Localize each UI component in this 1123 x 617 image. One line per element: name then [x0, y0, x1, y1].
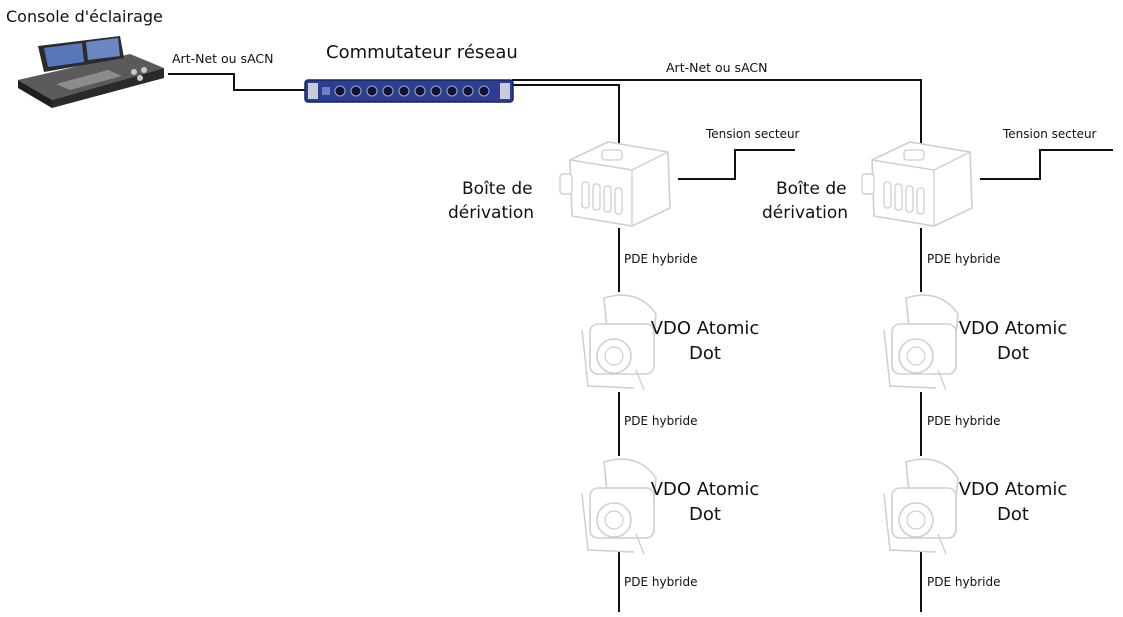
switch-label: Commutateur réseau — [326, 43, 518, 64]
breakout-label-line2: dérivation — [762, 204, 848, 224]
fixture-icon — [578, 290, 664, 394]
fixture-label-line1: VDO Atomic — [958, 480, 1068, 501]
fixture-icon — [880, 290, 966, 394]
cable-label: PDE hybride — [927, 415, 1000, 429]
mains-b2 — [980, 150, 1113, 179]
breakout-box-icon — [558, 138, 674, 230]
link-console-switch — [168, 74, 306, 90]
fixture-label-line1: VDO Atomic — [650, 480, 760, 501]
console-label: Console d'éclairage — [6, 8, 163, 26]
cable-label: PDE hybride — [624, 253, 697, 267]
fixture-label-line1: VDO Atomic — [958, 319, 1068, 340]
lighting-console-icon — [12, 34, 170, 110]
network-switch-icon — [304, 78, 514, 104]
fixture-icon — [880, 454, 966, 558]
cable-label: PDE hybride — [624, 415, 697, 429]
breakout-label-line1: Boîte de — [462, 180, 533, 200]
mains-b1 — [678, 150, 795, 179]
fixture-label-line2: Dot — [650, 344, 760, 365]
breakout-box-icon — [860, 138, 976, 230]
mains-label: Tension secteur — [706, 128, 800, 142]
breakout-label-line1: Boîte de — [776, 180, 847, 200]
cable-label: PDE hybride — [927, 253, 1000, 267]
mains-label: Tension secteur — [1003, 128, 1097, 142]
fixture-label-line2: Dot — [958, 505, 1068, 526]
cable-label: PDE hybride — [624, 576, 697, 590]
link-label-switch-branches: Art-Net ou sACN — [666, 61, 767, 75]
fixture-label-line2: Dot — [650, 505, 760, 526]
cable-label: PDE hybride — [927, 576, 1000, 590]
link-label-console-switch: Art-Net ou sACN — [172, 52, 273, 66]
fixture-label-line2: Dot — [958, 344, 1068, 365]
fixture-label-line1: VDO Atomic — [650, 319, 760, 340]
breakout-label-line2: dérivation — [448, 204, 534, 224]
